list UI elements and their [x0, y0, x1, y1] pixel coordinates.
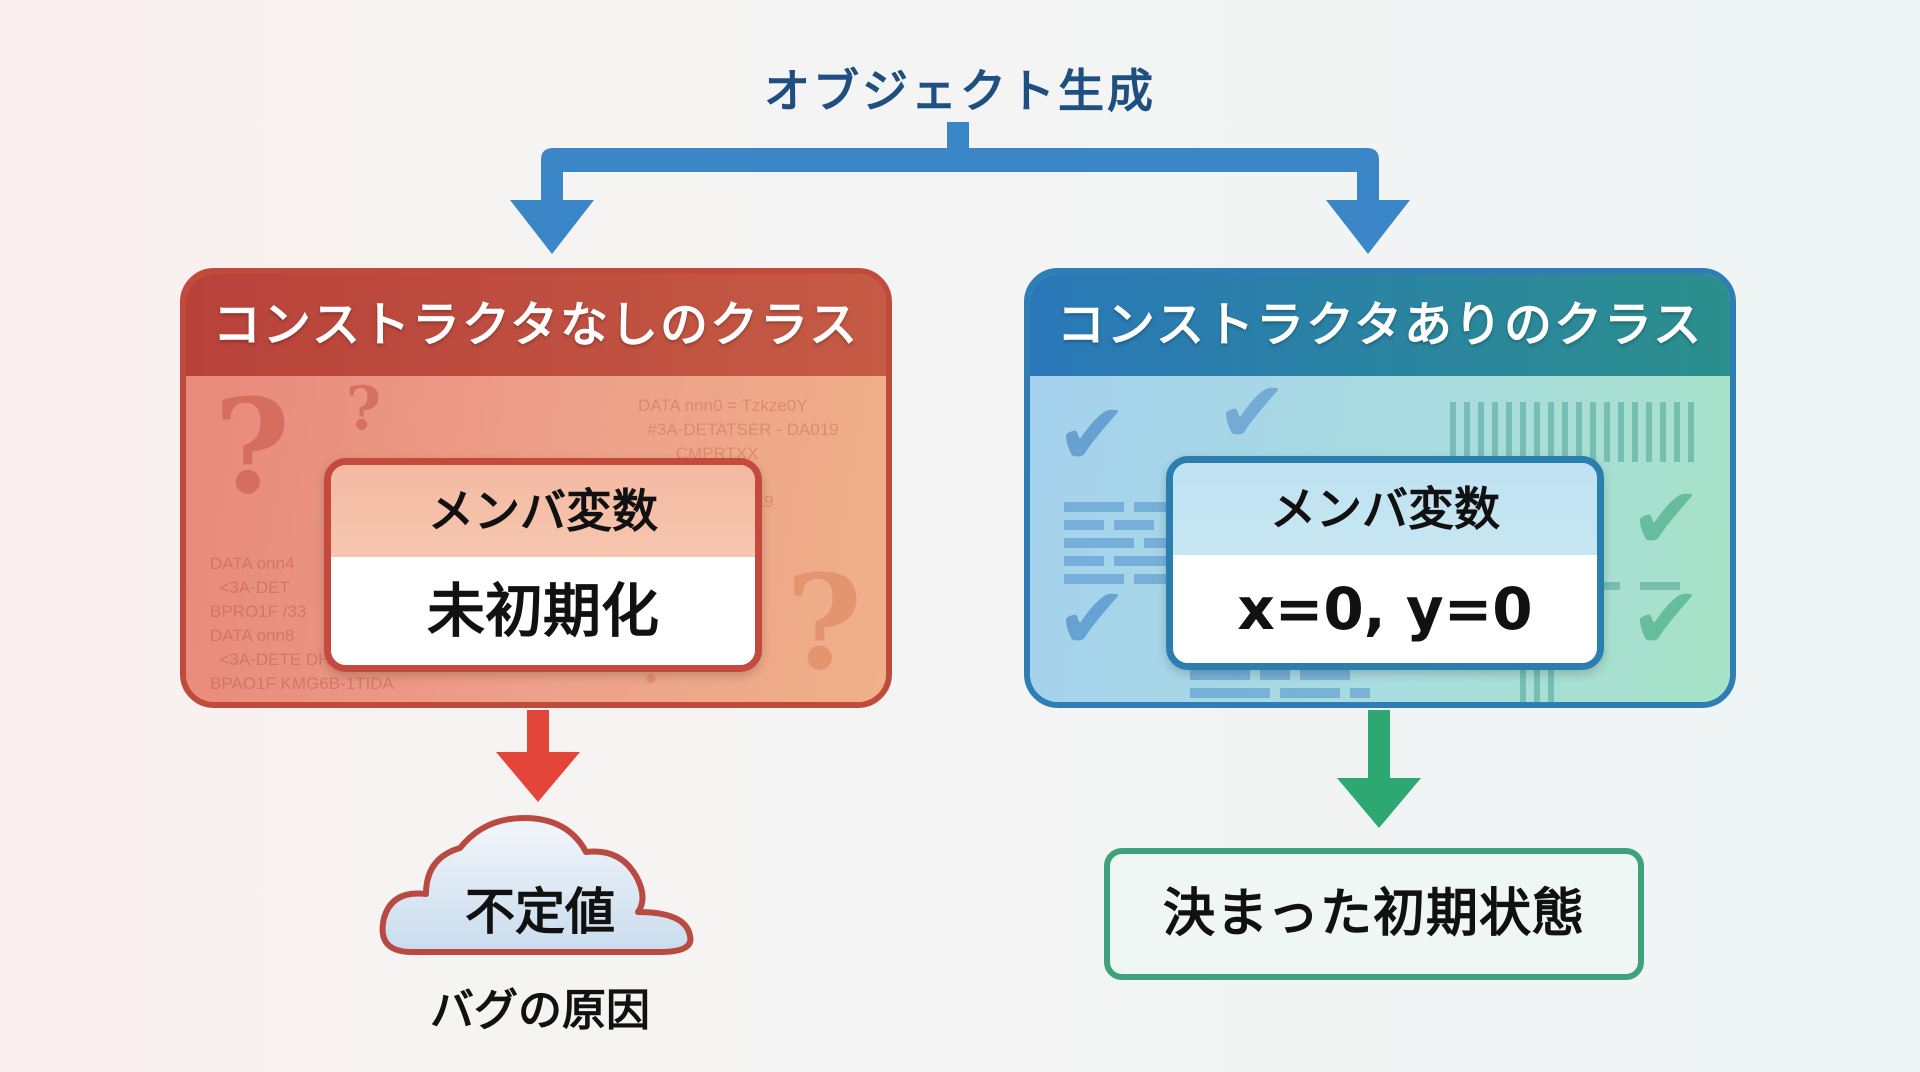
question-mark-icon: ? — [346, 374, 382, 444]
question-mark-icon: ? — [214, 370, 291, 523]
panel-with-constructor: コンストラクタありのクラス ✔ ✔ ✔ ✔ ✔ — [1024, 268, 1736, 708]
panel-header-with-constructor: コンストラクタありのクラス — [1030, 274, 1730, 376]
checkmark-icon: ✔ — [1630, 569, 1703, 669]
member-variable-card-right: メンバ変数 x=0, y=0 — [1166, 456, 1604, 670]
checkmark-icon: ✔ — [1056, 385, 1129, 485]
undefined-value-label: 不定値 — [465, 883, 615, 941]
connector-branch — [541, 148, 1379, 186]
member-variable-card-left: メンバ変数 未初期化 — [324, 458, 762, 672]
arrow-down-green-icon — [1337, 778, 1421, 828]
panel-without-constructor: コンストラクタなしのクラス ? ? ? ? DATA nnn0 = Tzkze0… — [180, 268, 892, 708]
red-arrow-shaft — [527, 710, 549, 760]
green-arrow-shaft — [1368, 710, 1390, 782]
connector-stem — [947, 122, 969, 148]
panel-header-without-constructor: コンストラクタなしのクラス — [186, 274, 886, 376]
arrow-down-left-icon — [510, 200, 594, 254]
panel-body-right: ✔ ✔ ✔ ✔ ✔ — [1030, 370, 1730, 702]
arrow-down-red-icon — [496, 752, 580, 802]
connector-right-shaft — [1357, 160, 1379, 204]
cloud-shape — [379, 815, 694, 955]
decorative-bars — [1064, 402, 1694, 702]
member-variable-label: メンバ変数 — [1173, 463, 1597, 555]
checkmark-icon: ✔ — [1216, 363, 1289, 463]
determined-initial-state-box: 決まった初期状態 — [1104, 848, 1644, 980]
member-variable-label: メンバ変数 — [331, 465, 755, 557]
panel-body-left: ? ? ? ? DATA nnn0 = Tzkze0Y #3A-DETATSER… — [186, 370, 886, 702]
question-mark-icon: ? — [786, 546, 863, 699]
checkmark-icon: ✔ — [1630, 469, 1703, 569]
diagram-title: オブジェクト生成 — [764, 64, 1156, 118]
member-variable-value: 未初期化 — [331, 557, 755, 665]
connector-left-shaft — [541, 160, 563, 204]
bug-cause-label: バグの原因 — [430, 985, 650, 1036]
member-variable-value: x=0, y=0 — [1173, 555, 1597, 663]
checkmark-icon: ✔ — [1056, 569, 1129, 669]
arrow-down-right-icon — [1326, 200, 1410, 254]
